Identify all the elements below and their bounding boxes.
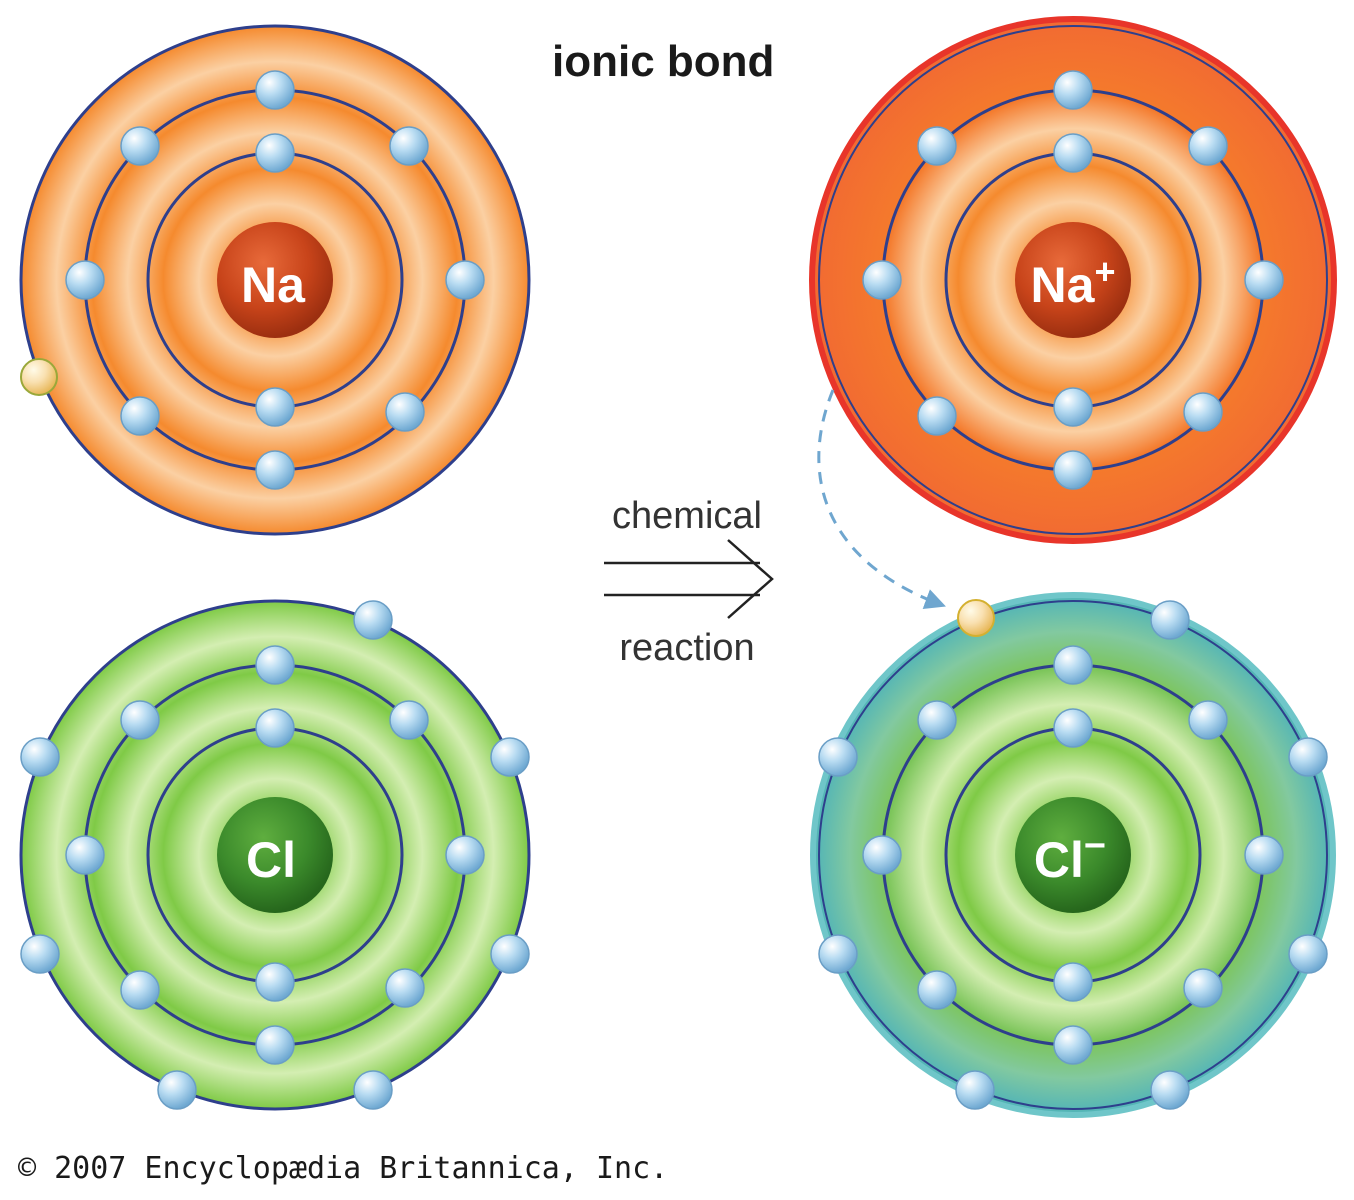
electron <box>255 133 295 173</box>
electron <box>1053 387 1093 427</box>
sodium-symbol: Na <box>241 257 306 313</box>
chlorine-electrons <box>20 600 530 1110</box>
sodium-atom: Na <box>19 24 531 536</box>
reaction-label-bottom: reaction <box>619 627 754 669</box>
reaction-label-top: chemical <box>612 495 762 537</box>
sodium-ion-outer-line <box>818 25 1328 535</box>
electron <box>490 737 530 777</box>
sodium-electrons <box>20 70 485 490</box>
electron <box>120 970 160 1010</box>
electron <box>389 700 429 740</box>
chloride-ion-charge: − <box>1084 825 1106 867</box>
electron <box>1244 260 1284 300</box>
electron <box>255 645 295 685</box>
electron <box>65 835 105 875</box>
electron <box>1288 737 1328 777</box>
electron <box>255 962 295 1002</box>
electron <box>1053 962 1093 1002</box>
electron <box>255 387 295 427</box>
transferred-electron <box>957 599 995 637</box>
electron <box>389 126 429 166</box>
electron <box>1053 70 1093 110</box>
copyright-notice: © 2007 Encyclopædia Britannica, Inc. <box>18 1151 668 1186</box>
electron <box>120 700 160 740</box>
sodium-ion-nucleus <box>1015 222 1131 338</box>
reaction-arrow: chemical reaction <box>604 495 774 669</box>
diagram-title: ionic bond <box>552 37 774 86</box>
electron <box>157 1070 197 1110</box>
sodium-ion-symbol: Na+ <box>1031 251 1116 314</box>
electron <box>255 708 295 748</box>
electron <box>955 1070 995 1110</box>
electron <box>1244 835 1284 875</box>
electron <box>1053 133 1093 173</box>
chlorine-atom: Cl <box>19 599 531 1111</box>
electron <box>255 1025 295 1065</box>
electron <box>255 70 295 110</box>
electron <box>1188 126 1228 166</box>
electron <box>490 934 530 974</box>
electron <box>818 934 858 974</box>
electron <box>1150 1070 1190 1110</box>
sodium-ion-element: Na <box>1031 257 1096 313</box>
electron <box>917 970 957 1010</box>
electron <box>1183 968 1223 1008</box>
chloride-ion-outer-line <box>818 600 1328 1110</box>
sodium-nucleus <box>217 222 333 338</box>
electron <box>917 126 957 166</box>
chloride-ion: Cl− <box>810 592 1336 1118</box>
valence-electron <box>20 358 58 396</box>
chlorine-symbol: Cl <box>246 832 296 888</box>
chlorine-nucleus <box>217 797 333 913</box>
chloride-ion-element: Cl <box>1034 832 1084 888</box>
chloride-ion-electrons <box>818 599 1328 1110</box>
sodium-ion-charge: + <box>1094 251 1115 292</box>
electron <box>20 737 60 777</box>
electron <box>445 835 485 875</box>
electron <box>1053 450 1093 490</box>
electron <box>917 396 957 436</box>
electron <box>353 1070 393 1110</box>
electron <box>917 700 957 740</box>
electron <box>353 600 393 640</box>
electron <box>445 260 485 300</box>
electron <box>1053 645 1093 685</box>
electron <box>20 934 60 974</box>
electron <box>1288 934 1328 974</box>
electron <box>120 126 160 166</box>
electron <box>1188 700 1228 740</box>
electron <box>1150 600 1190 640</box>
electron <box>1053 1025 1093 1065</box>
electron <box>120 396 160 436</box>
chloride-ion-nucleus <box>1015 797 1131 913</box>
electron <box>818 737 858 777</box>
electron <box>385 968 425 1008</box>
electron <box>1053 708 1093 748</box>
chloride-ion-symbol: Cl− <box>1034 825 1106 888</box>
electron <box>65 260 105 300</box>
electron <box>255 450 295 490</box>
sodium-ion: Na+ <box>809 16 1337 544</box>
arrow-head <box>727 539 774 619</box>
electron <box>862 260 902 300</box>
electron <box>1183 392 1223 432</box>
sodium-ion-electrons <box>862 70 1284 490</box>
electron <box>862 835 902 875</box>
electron <box>385 392 425 432</box>
